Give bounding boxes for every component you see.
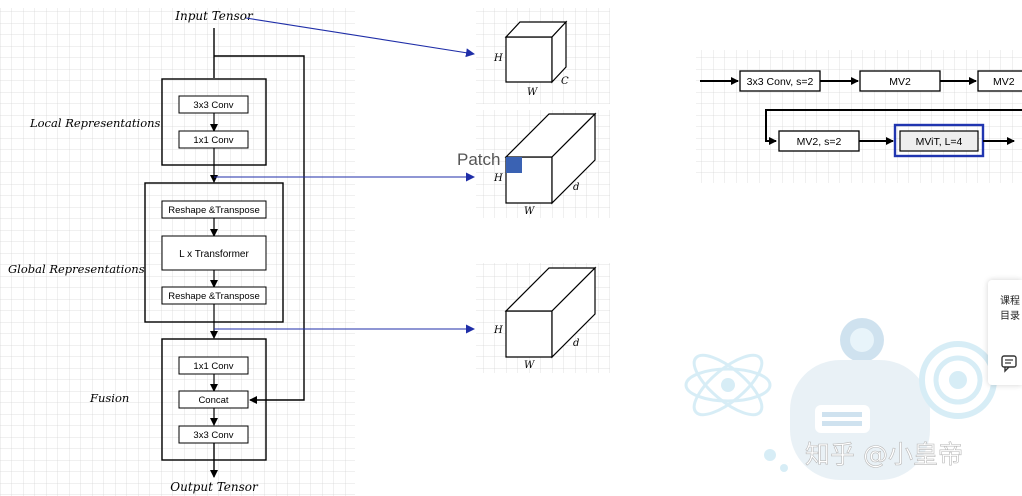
blue-arrow-top [245, 17, 475, 58]
fusion-op-label: 3x3 Conv [193, 430, 233, 441]
tensor-w-label: W [524, 206, 535, 217]
global-op-label: L x Transformer [179, 249, 249, 260]
local-op-label: 1x1 Conv [193, 135, 233, 146]
tensor-cube-bottom [504, 266, 597, 359]
tensor-c-label: C [561, 76, 569, 87]
global-op-box [161, 235, 267, 271]
arch-block [977, 70, 1022, 92]
watermark-text: 知乎 @小皇帝 [805, 440, 963, 469]
arch-block-label: 3x3 Conv, s=2 [747, 76, 814, 88]
fusion-label: Fusion [89, 391, 129, 405]
tensor-d-label: d [573, 182, 579, 193]
arch-grid-bg [696, 50, 1022, 183]
fusion-op-label: Concat [198, 395, 228, 406]
comment-icon[interactable] [1000, 354, 1020, 374]
global-representations-label: Global Representations [8, 262, 145, 276]
tensor-w-label: W [524, 360, 535, 371]
tensor-cube-top [504, 20, 568, 84]
fusion-op-label: 1x1 Conv [193, 361, 233, 372]
input-tensor-label: Input Tensor [174, 9, 254, 23]
course-catalog-panel[interactable]: 课程 目录 [988, 280, 1022, 385]
arch-block-label: MViT, L=4 [916, 136, 963, 148]
global-op-label: Reshape &Transpose [168, 291, 260, 302]
side-panel-line2: 目录 [1000, 311, 1020, 322]
local-representations-label: Local Representations [29, 116, 161, 130]
arch-block [899, 130, 979, 152]
tensor-h-label: H [493, 325, 503, 336]
watermark-robot-icon [684, 318, 997, 480]
tensor-w-label: W [527, 87, 538, 98]
tensor-d-label: d [573, 338, 579, 349]
global-op-label: Reshape &Transpose [168, 205, 260, 216]
side-panel-line1: 课程 [1000, 296, 1020, 307]
residual-connection [214, 55, 305, 404]
arch-wrap-arrow [765, 109, 1022, 145]
patch-label: Patch [457, 150, 500, 169]
patch-square [506, 157, 522, 173]
local-op-label: 3x3 Conv [193, 100, 233, 111]
arch-block-label: MV2 [889, 76, 911, 88]
arch-block-label: MV2 [993, 76, 1015, 88]
tensor-h-label: H [493, 173, 503, 184]
output-tensor-label: Output Tensor [170, 480, 259, 494]
tensor-h-label: H [493, 53, 503, 64]
arch-block-label: MV2, s=2 [797, 136, 842, 148]
